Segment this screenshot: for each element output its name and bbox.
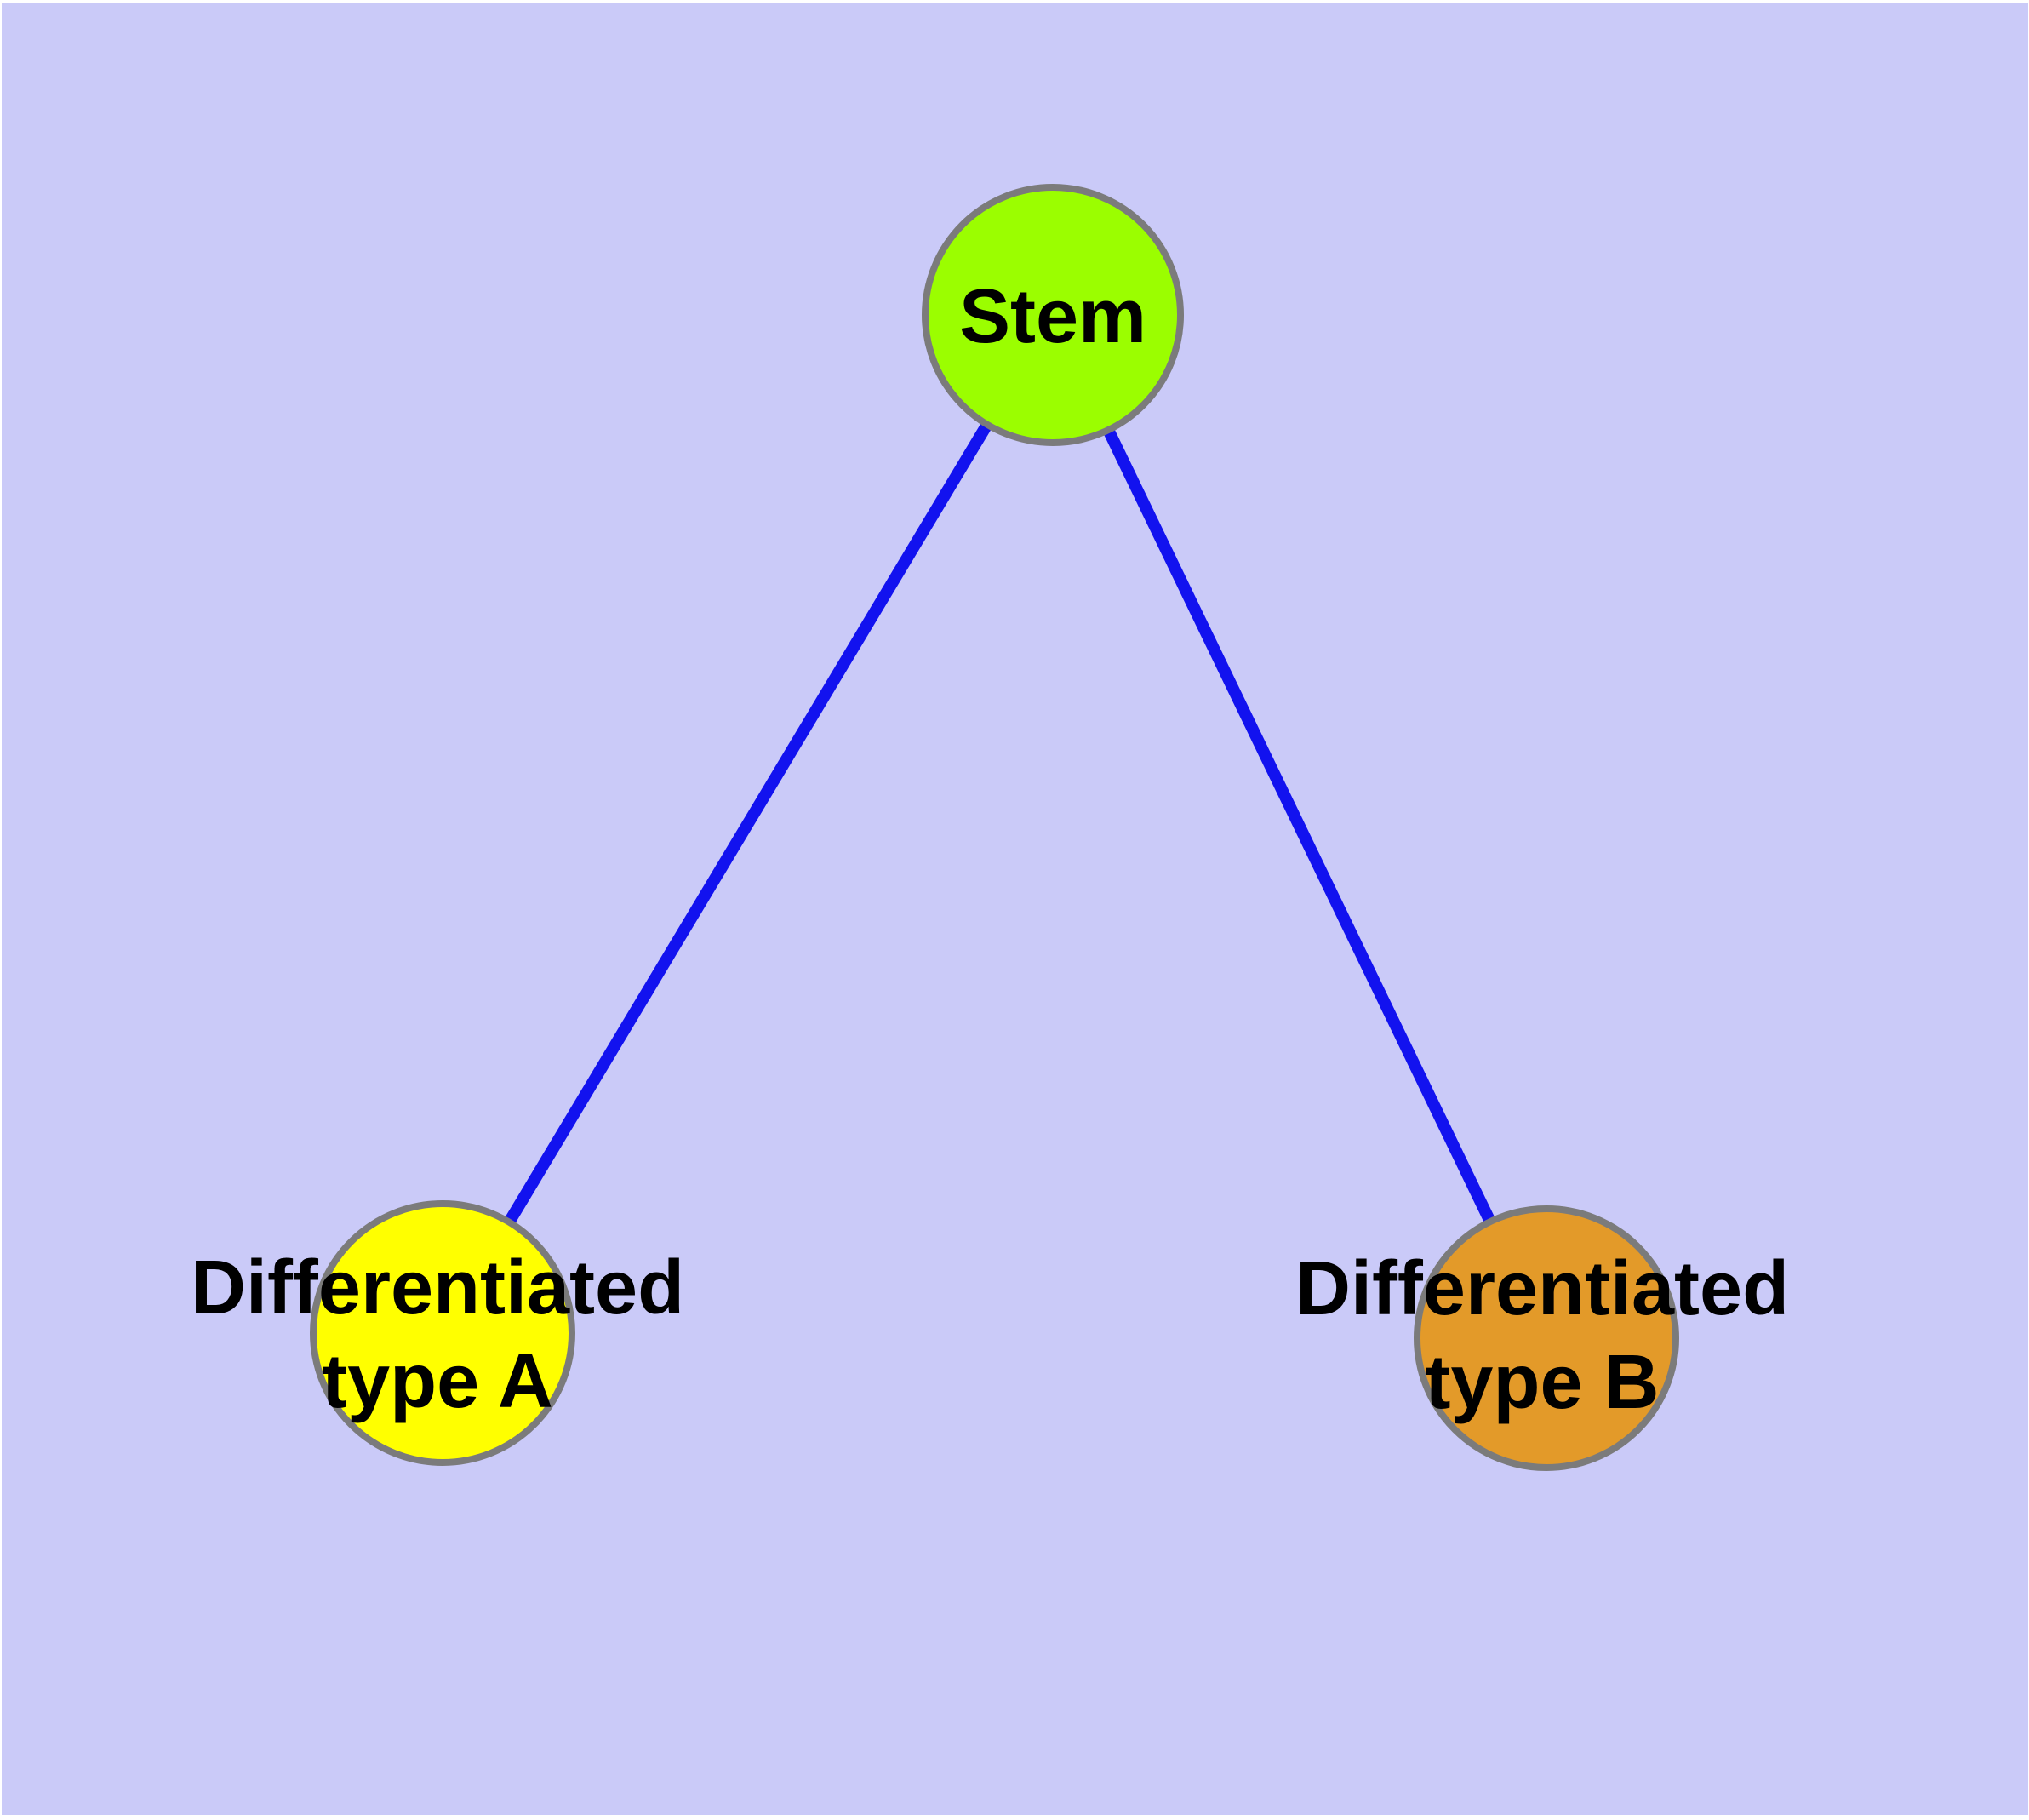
node-type-b bbox=[1414, 1205, 1679, 1471]
node-type-a bbox=[310, 1200, 575, 1466]
node-stem bbox=[922, 184, 1184, 446]
edge-stem-type-a bbox=[437, 312, 1059, 1336]
edge-stem-type-b bbox=[1047, 312, 1552, 1342]
